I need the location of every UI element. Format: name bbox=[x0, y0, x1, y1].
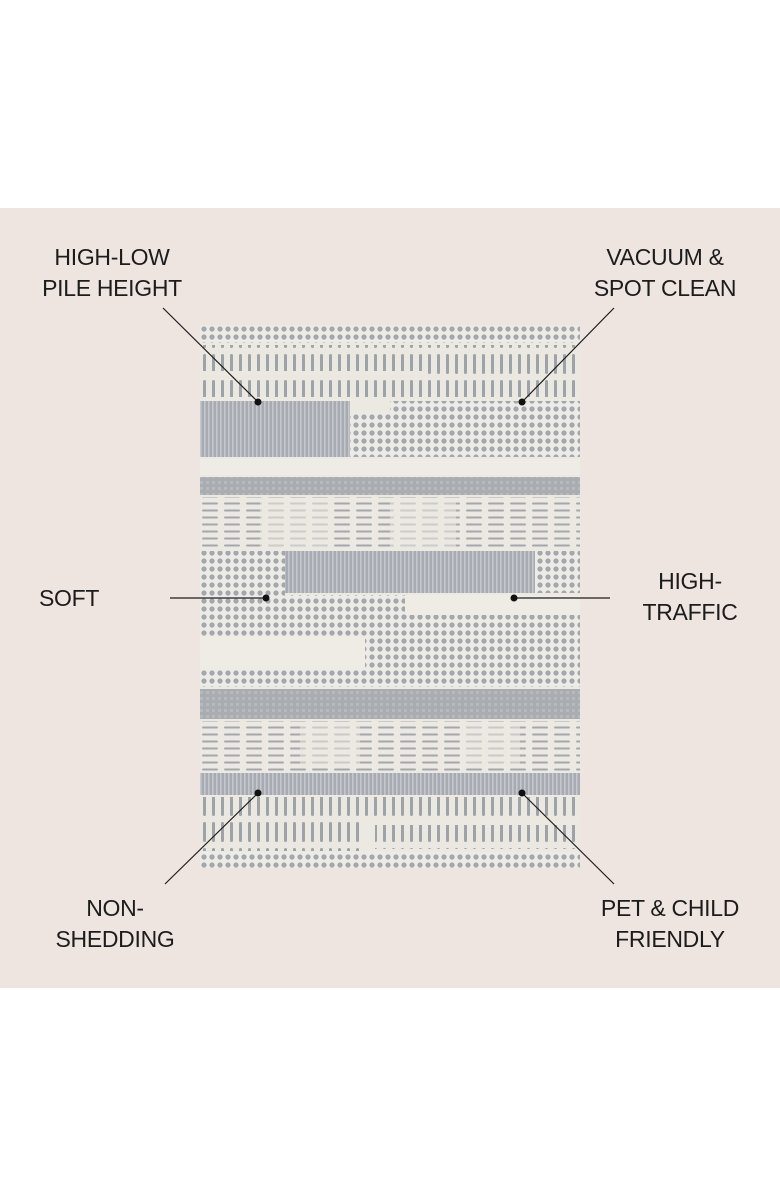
feature-panel: HIGH-LOW PILE HEIGHT VACUUM & SPOT CLEAN… bbox=[0, 208, 780, 988]
callout-pile-height: HIGH-LOW PILE HEIGHT bbox=[28, 242, 196, 304]
callout-pet-child: PET & CHILD FRIENDLY bbox=[585, 893, 755, 955]
callout-line: SPOT CLEAN bbox=[593, 275, 737, 301]
callout-line: TRAFFIC bbox=[642, 599, 738, 625]
callout-line: PET & CHILD bbox=[600, 895, 740, 921]
traffic-dot bbox=[510, 594, 518, 602]
clean-dot bbox=[518, 398, 526, 406]
callout-line: NON- bbox=[86, 895, 144, 921]
callout-soft: SOFT bbox=[39, 583, 99, 614]
callout-lines bbox=[162, 307, 615, 885]
callout-non-shedding: NON- SHEDDING bbox=[45, 893, 185, 955]
soft-dot bbox=[262, 594, 270, 602]
callout-line: VACUUM & bbox=[606, 244, 724, 270]
callout-high-traffic: HIGH- TRAFFIC bbox=[630, 566, 750, 628]
shedding-dot bbox=[254, 789, 262, 797]
callout-line: HIGH-LOW bbox=[54, 244, 170, 270]
callout-line: HIGH- bbox=[658, 568, 722, 594]
callout-line: FRIENDLY bbox=[615, 926, 725, 952]
friendly-dot bbox=[518, 789, 526, 797]
callout-line: SHEDDING bbox=[55, 926, 175, 952]
callout-line: SOFT bbox=[39, 585, 100, 611]
pile-dot bbox=[254, 398, 262, 406]
rug-icon bbox=[200, 325, 580, 868]
callout-vacuum-clean: VACUUM & SPOT CLEAN bbox=[578, 242, 752, 304]
callout-line: PILE HEIGHT bbox=[42, 275, 182, 301]
